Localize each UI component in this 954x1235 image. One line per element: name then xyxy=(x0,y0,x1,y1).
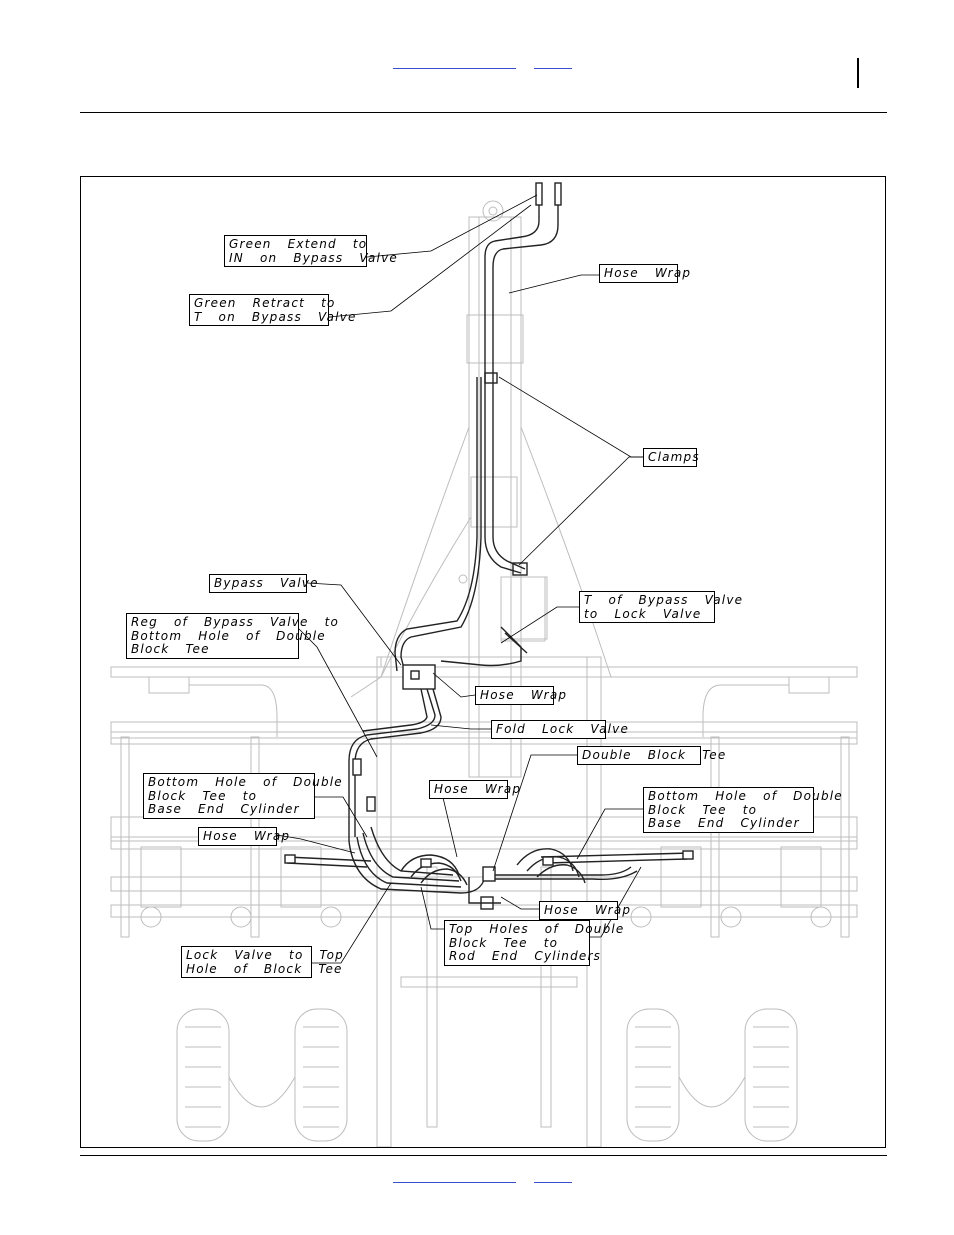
callout-green-retract: Green Retract to T on Bypass Valve xyxy=(189,294,355,326)
footer-link-primary[interactable] xyxy=(393,1168,516,1183)
header-link-primary[interactable] xyxy=(393,54,516,69)
callout-reg-of-bypass-valve: Reg of Bypass Valve to Bottom Hole of Do… xyxy=(126,613,338,659)
callout-t-of-bypass-valve: T of Bypass Valve to Lock Valve xyxy=(579,591,742,623)
footer-link-secondary[interactable] xyxy=(534,1168,572,1183)
callout-bottom-hole-left: Bottom Hole of Double Block Tee to Base … xyxy=(143,773,342,819)
callout-clamps: Clamps xyxy=(643,448,699,467)
callout-hose-wrap-mid: Hose Wrap xyxy=(475,686,566,705)
callout-hose-wrap-top: Hose Wrap xyxy=(599,264,690,283)
header-margin-bar xyxy=(857,58,859,88)
callout-hose-wrap-left: Hose Wrap xyxy=(198,827,289,846)
callout-double-block-tee: Double Block Tee xyxy=(577,746,725,765)
footer-rule xyxy=(80,1155,887,1156)
callout-fold-lock-valve: Fold Lock Valve xyxy=(491,720,628,739)
callout-hose-wrap-center: Hose Wrap xyxy=(429,780,520,799)
header-link-secondary[interactable] xyxy=(534,54,572,69)
callout-bypass-valve: Bypass Valve xyxy=(209,574,317,593)
hydraulic-diagram: Green Extend to IN on Bypass Valve Green… xyxy=(80,176,886,1148)
header-rule xyxy=(80,112,887,113)
callout-bottom-hole-right: Bottom Hole of Double Block Tee to Base … xyxy=(643,787,842,833)
callout-lock-valve: Lock Valve to Top Hole of Block Tee xyxy=(181,946,343,978)
callout-hose-wrap-lower: Hose Wrap xyxy=(539,901,630,920)
callout-top-holes: Top Holes of Double Block Tee to Rod End… xyxy=(444,920,623,966)
callout-green-extend: Green Extend to IN on Bypass Valve xyxy=(224,235,397,267)
